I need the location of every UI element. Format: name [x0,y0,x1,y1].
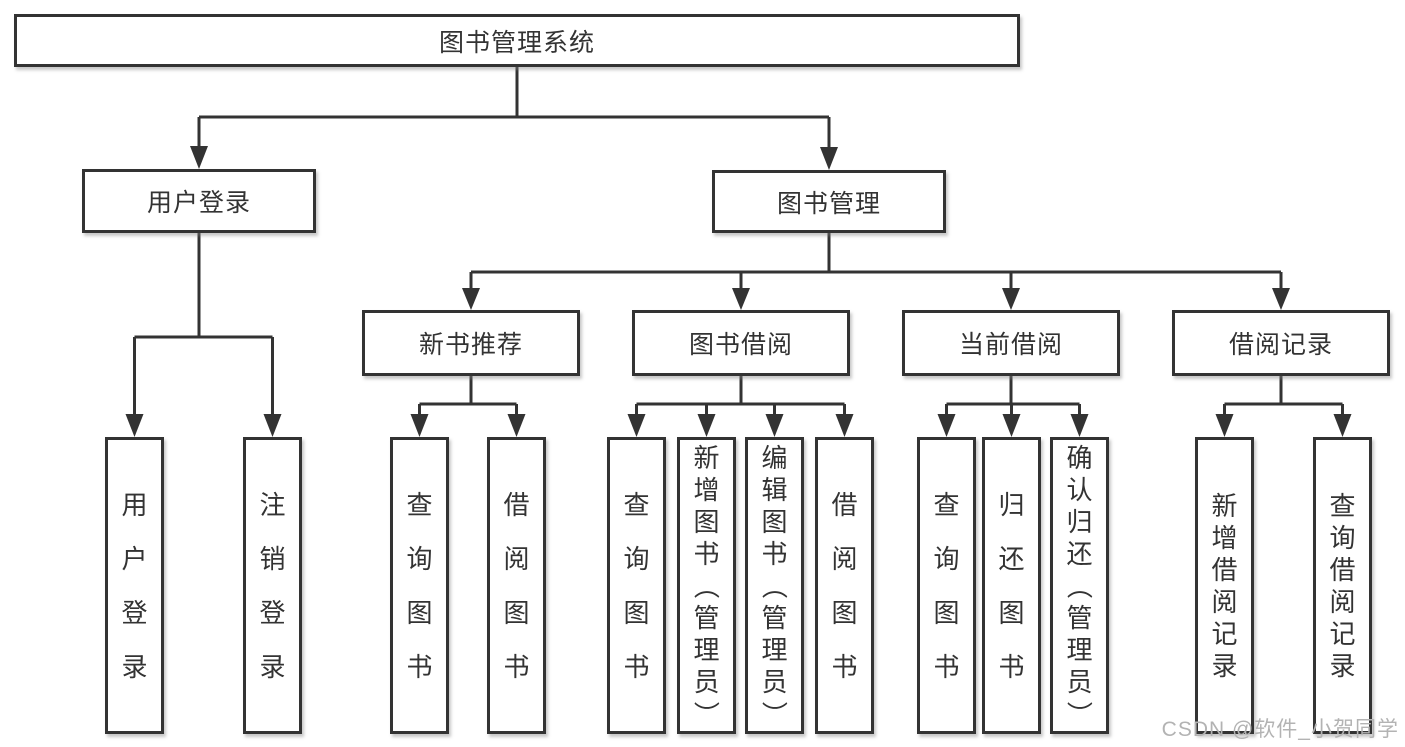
vertical-char: 书 [503,651,530,682]
vertical-char: 查 [406,489,433,520]
vertical-char: 图 [693,506,720,537]
node-user-login: 用户登录 [82,169,316,233]
node-borrowing-records: 借阅记录 [1172,310,1390,376]
vertical-char: 登 [259,597,286,628]
node-book-management: 图书管理 [712,170,946,233]
vertical-char: （ [759,572,790,599]
node-label: 用户登录 [146,189,251,217]
vertical-char: 确 [1066,442,1093,473]
vertical-char: 借 [503,489,530,520]
vertical-char: 询 [933,543,960,574]
vertical-char: 查 [623,489,650,520]
vertical-char: 询 [1329,522,1356,553]
vertical-char: 理 [761,634,788,665]
vertical-char: 书 [933,651,960,682]
leaf-return-books: 归还图书 [982,437,1041,734]
leaf-add-borrow-record: 新增借阅记录 [1195,437,1254,734]
leaf-add-book-admin: 新增图书 （ 管理员 ） [677,437,736,734]
vertical-char: 新 [1211,490,1238,521]
vertical-char: 询 [406,543,433,574]
vertical-char: 登 [121,597,148,628]
vertical-char: 员 [761,666,788,697]
vertical-char: 借 [1329,554,1356,585]
vertical-char: 图 [503,597,530,628]
vertical-char: 辑 [761,474,788,505]
node-label: 图书管理系统 [438,28,595,57]
vertical-char: 录 [1211,650,1238,681]
vertical-char: 书 [831,651,858,682]
vertical-char: 图 [761,506,788,537]
leaf-user-login-action: 用户登录 [105,437,164,734]
vertical-char: 图 [831,597,858,628]
vertical-char: 员 [1066,666,1093,697]
vertical-char: 阅 [831,543,858,574]
node-new-book-recommendation: 新书推荐 [362,310,580,376]
node-label: 图书管理 [776,189,881,218]
leaf-query-books-recommend: 查询图书 [390,437,449,734]
leaf-logout-action: 注销登录 [243,437,302,734]
vertical-char: 编 [761,442,788,473]
vertical-char: 户 [121,543,148,574]
vertical-char: 书 [761,538,788,569]
vertical-char: 借 [831,489,858,520]
leaf-query-borrow-record: 查询借阅记录 [1313,437,1372,734]
vertical-char: 销 [259,543,286,574]
vertical-char: 图 [998,597,1025,628]
vertical-char: 归 [1066,506,1093,537]
node-label: 新书推荐 [418,331,523,359]
vertical-char: 员 [693,666,720,697]
leaf-borrow-books-recommend: 借阅图书 [487,437,546,734]
vertical-char: 记 [1329,618,1356,649]
vertical-char: ） [1064,700,1095,727]
leaf-query-books-current: 查询图书 [917,437,976,734]
leaf-borrow-books-action: 借阅图书 [815,437,874,734]
vertical-char: 阅 [1329,586,1356,617]
vertical-char: 书 [623,651,650,682]
vertical-char: 理 [1066,634,1093,665]
leaf-confirm-return-admin: 确认归还 （ 管理员 ） [1050,437,1109,734]
vertical-char: 增 [693,474,720,505]
csdn-watermark: CSDN @软件_小贺同学 [1161,718,1399,741]
vertical-char: 归 [998,489,1025,520]
node-label: 借阅记录 [1228,331,1333,359]
vertical-char: 理 [693,634,720,665]
node-label: 图书借阅 [688,331,793,359]
vertical-char: 查 [1329,490,1356,521]
vertical-char: 书 [998,651,1025,682]
vertical-char: 借 [1211,554,1238,585]
vertical-char: ） [759,700,790,727]
vertical-char: （ [691,572,722,599]
vertical-char: 图 [406,597,433,628]
vertical-char: 录 [1329,650,1356,681]
vertical-char: 图 [933,597,960,628]
leaf-query-books-borrow: 查询图书 [607,437,666,734]
leaf-edit-book-admin: 编辑图书 （ 管理员 ） [745,437,804,734]
vertical-char: 管 [693,602,720,633]
vertical-char: 查 [933,489,960,520]
vertical-char: 用 [121,489,148,520]
vertical-char: 阅 [1211,586,1238,617]
vertical-char: 管 [761,602,788,633]
vertical-char: ） [691,700,722,727]
vertical-char: 图 [623,597,650,628]
vertical-char: 还 [1066,538,1093,569]
vertical-char: 录 [121,651,148,682]
node-book-borrowing: 图书借阅 [632,310,850,376]
vertical-char: 增 [1211,522,1238,553]
vertical-char: （ [1064,572,1095,599]
vertical-char: 新 [693,442,720,473]
vertical-char: 记 [1211,618,1238,649]
vertical-char: 管 [1066,602,1093,633]
vertical-char: 询 [623,543,650,574]
vertical-char: 书 [406,651,433,682]
node-label: 当前借阅 [958,331,1063,359]
vertical-char: 注 [259,489,286,520]
vertical-char: 录 [259,651,286,682]
node-library-management-system: 图书管理系统 [14,14,1020,67]
node-current-borrowing: 当前借阅 [902,310,1120,376]
vertical-char: 阅 [503,543,530,574]
vertical-char: 还 [998,543,1025,574]
vertical-char: 书 [693,538,720,569]
vertical-char: 认 [1066,474,1093,505]
